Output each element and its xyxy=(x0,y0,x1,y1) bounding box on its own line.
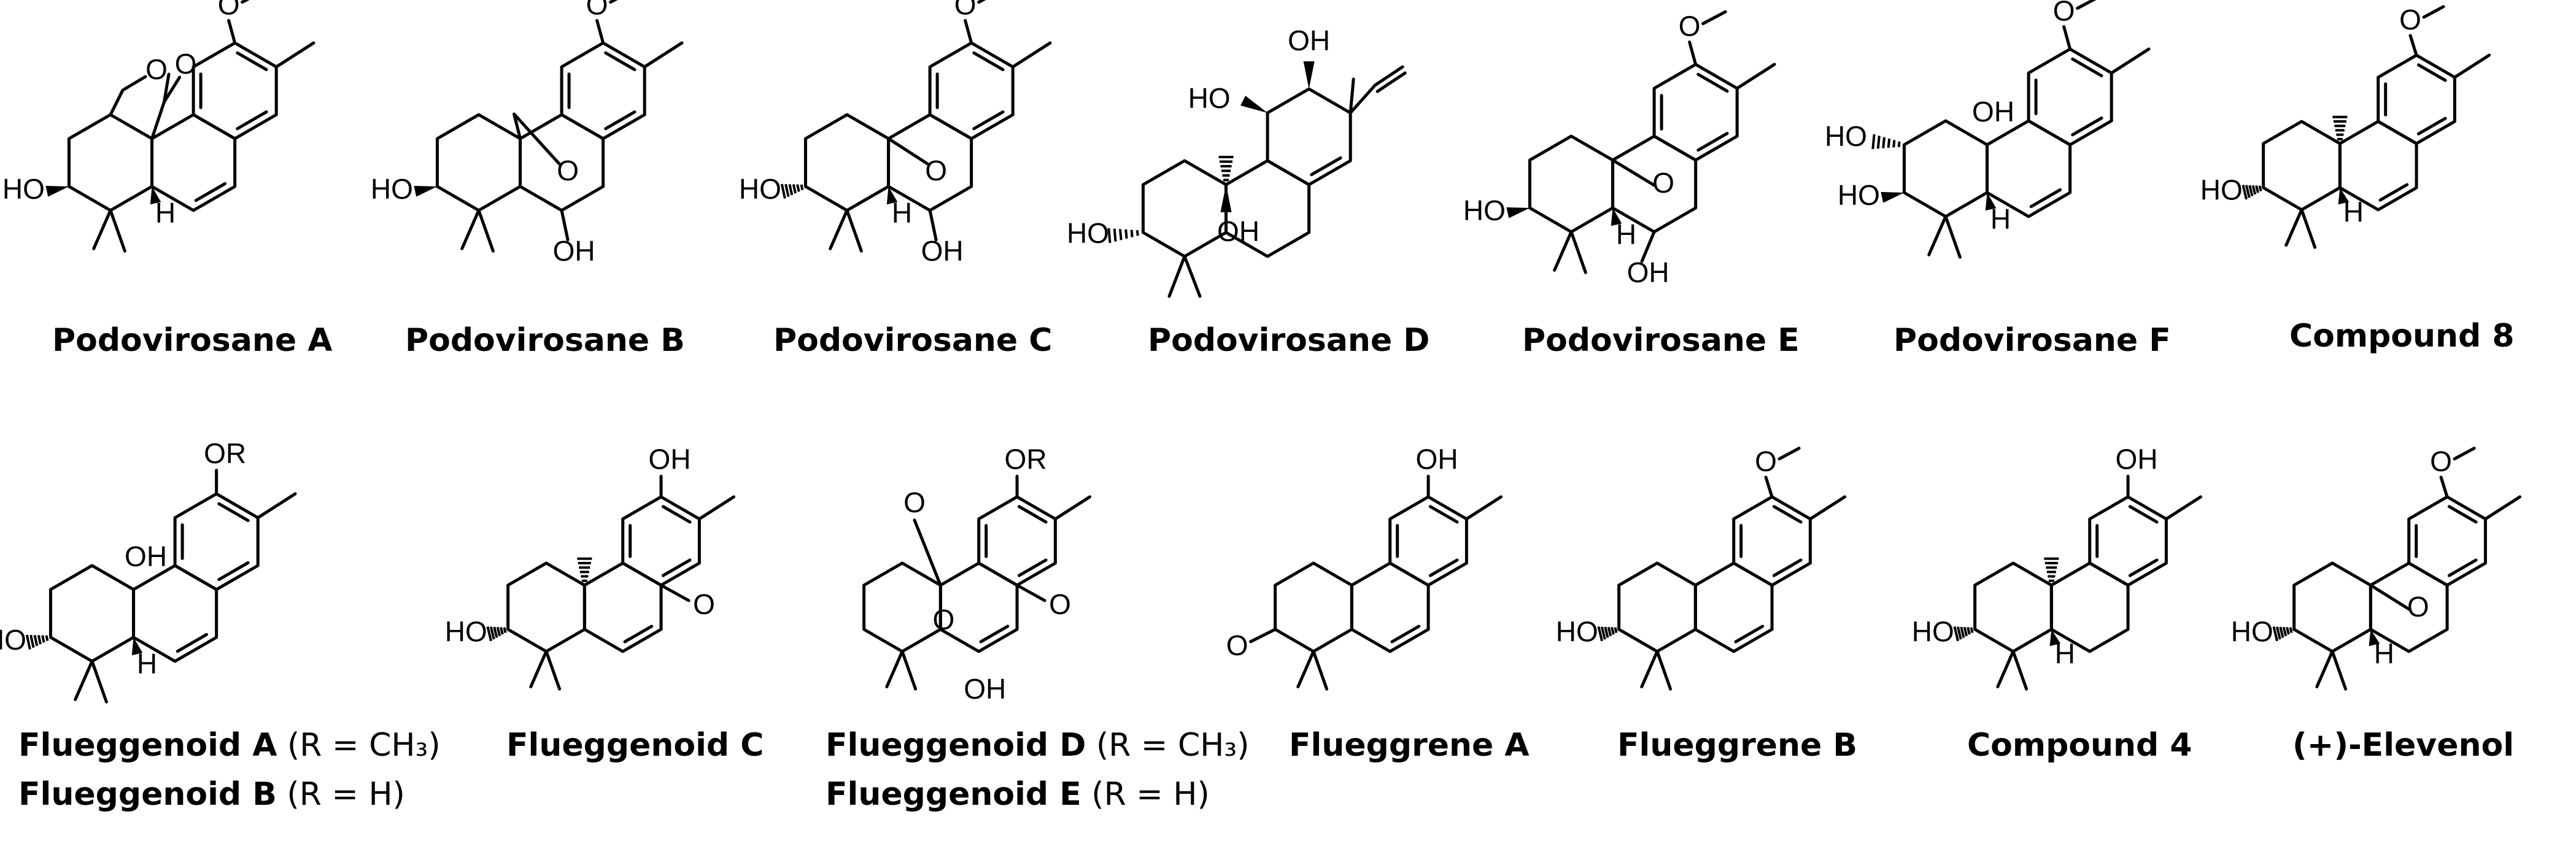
hydroxyl-label: OH xyxy=(964,673,1006,705)
hydroxyl-label: HO xyxy=(2200,174,2243,205)
caption-podovirosane-b: Podovirosane B xyxy=(405,322,685,359)
hydroxyl-label: HO xyxy=(0,624,26,656)
carbonyl-oxygen: O xyxy=(1049,588,1071,620)
hydrogen-label: H xyxy=(2374,637,2394,669)
structure-flueggenoid-c: OH HO O xyxy=(445,444,736,691)
oxygen-label: O xyxy=(2430,445,2452,477)
caption-flueggenoid-d: Flueggenoid D (R = CH₃) xyxy=(826,727,1250,764)
carbonyl-oxygen: O xyxy=(175,48,197,80)
oxygen-label: O xyxy=(2053,0,2075,27)
hydroxyl-label: HO xyxy=(1912,615,1954,647)
hydroxyl-label: OH xyxy=(1627,256,1669,288)
ether-oxygen: O xyxy=(925,155,947,186)
hydroxyl-label: HO xyxy=(1825,120,1867,152)
caption-flueggenoid-b: Flueggenoid B (R = H) xyxy=(18,776,405,813)
hydroxyl-label: OH xyxy=(921,235,964,267)
caption-podovirosane-d: Podovirosane D xyxy=(1148,322,1430,359)
structure-flueggrene-a: OH O xyxy=(1226,444,1503,691)
oxygen-label: O xyxy=(586,0,608,21)
structure-flueggenoid-d-e: OR O O O OH xyxy=(862,444,1092,705)
structure-compound-4: OH HO H xyxy=(1912,444,2203,691)
caption-compound-8: Compound 8 xyxy=(2289,318,2515,355)
hydrogen-label: H xyxy=(155,197,176,229)
hydroxyl-label: HO xyxy=(2231,615,2273,647)
hydroxyl-label: HO xyxy=(2,173,45,205)
hydrogen-label: H xyxy=(137,648,157,680)
hydroxyl-label: HO xyxy=(445,615,487,647)
ether-oxygen: O xyxy=(1652,167,1674,199)
hydroxyl-label: HO xyxy=(1556,615,1598,647)
hydroxyl-label: HO xyxy=(1838,179,1880,211)
structure-compound-8: O HO H xyxy=(2200,4,2491,249)
caption-podovirosane-f: Podovirosane F xyxy=(1893,322,2171,359)
caption-podovirosane-a: Podovirosane A xyxy=(52,322,333,359)
caption-compound-4: Compound 4 xyxy=(1967,727,2192,764)
caption-flueggrene-a: Flueggrene A xyxy=(1289,727,1530,764)
hydrogen-label: H xyxy=(1616,218,1636,250)
hydroxyl-label: HO xyxy=(1188,82,1231,114)
hydroxyl-label: HO xyxy=(1463,194,1506,226)
hydrogen-label: H xyxy=(892,197,912,229)
hydroxyl-label: OH xyxy=(649,444,691,475)
hydroxyl-label: OH xyxy=(2116,444,2158,475)
oxygen-label: O xyxy=(145,53,168,85)
or-label: OR xyxy=(1005,444,1047,475)
ether-oxygen: O xyxy=(2407,591,2429,623)
hydrogen-label: H xyxy=(2343,196,2364,228)
carbonyl-oxygen: O xyxy=(693,588,715,620)
caption-flueggenoid-c: Flueggenoid C xyxy=(506,727,764,764)
or-label: OR xyxy=(204,437,246,469)
carbonyl-oxygen: O xyxy=(903,486,926,518)
oxygen-label: O xyxy=(2399,4,2421,36)
hydroxyl-label: HO xyxy=(1067,217,1109,249)
oxygen-label: O xyxy=(1755,445,1777,477)
structure-podovirosane-b: O HO O OH xyxy=(371,0,684,267)
hydroxyl-label: OH xyxy=(553,235,595,267)
hydroxyl-label: OH xyxy=(125,540,167,572)
hydrogen-label: H xyxy=(2055,637,2075,669)
caption-flueggrene-b: Flueggrene B xyxy=(1617,727,1858,764)
hydroxyl-label: OH xyxy=(1217,215,1259,247)
ether-oxygen: O xyxy=(932,604,954,636)
structure-flueggenoid-a-b: OR HO H OH xyxy=(0,437,297,704)
hydroxyl-label: HO xyxy=(739,173,781,205)
structure-podovirosane-d: HO OH HO OH xyxy=(1067,25,1407,298)
caption-elevenol: (+)-Elevenol xyxy=(2292,727,2515,764)
hydroxyl-label: OH xyxy=(1416,444,1458,475)
ether-oxygen: O xyxy=(557,155,579,186)
structure-flueggrene-b: O HO xyxy=(1556,445,1847,691)
oxygen-label: O xyxy=(1679,10,1701,42)
caption-flueggenoid-e: Flueggenoid E (R = H) xyxy=(826,776,1210,813)
carbonyl-oxygen: O xyxy=(1226,629,1248,661)
hydroxyl-label: HO xyxy=(371,173,413,205)
caption-flueggenoid-a: Flueggenoid A (R = CH₃) xyxy=(18,727,441,764)
caption-podovirosane-c: Podovirosane C xyxy=(773,322,1053,359)
oxygen-label: O xyxy=(218,0,240,21)
hydroxyl-label: OH xyxy=(1972,96,2014,128)
caption-podovirosane-e: Podovirosane E xyxy=(1522,322,1800,359)
hydrogen-label: H xyxy=(1990,203,2011,235)
hydroxyl-label: OH xyxy=(1288,25,1330,56)
oxygen-label: O xyxy=(954,0,977,21)
